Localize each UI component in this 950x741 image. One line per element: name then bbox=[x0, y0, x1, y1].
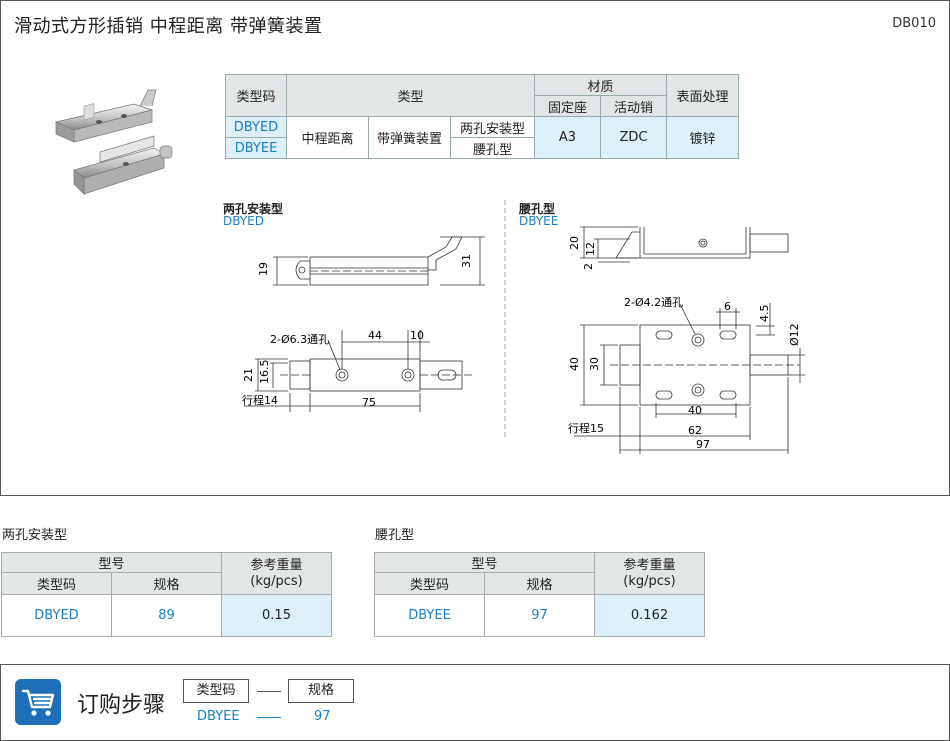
weight-right-title: 腰孔型 bbox=[375, 528, 415, 543]
cell-weight-spec-left: 89 bbox=[111, 594, 222, 637]
dim-44: 44 bbox=[368, 329, 382, 342]
dim-62: 62 bbox=[688, 424, 702, 437]
order-value-type-code: DBYEE bbox=[197, 709, 240, 724]
th-weight-right: 参考重量(kg/pcs) bbox=[594, 552, 705, 595]
order-value-connector bbox=[257, 717, 281, 718]
drawing-left-code: DBYED bbox=[223, 214, 264, 228]
weight-left-title: 两孔安装型 bbox=[2, 528, 68, 543]
order-box-type-code: 类型码 bbox=[183, 679, 249, 703]
th-type: 类型 bbox=[286, 74, 535, 117]
cell-fixed-material: A3 bbox=[534, 116, 601, 159]
dim-75: 75 bbox=[362, 396, 376, 409]
cell-pin-material: ZDC bbox=[600, 116, 667, 159]
cell-weight-value-right: 0.162 bbox=[594, 594, 705, 637]
th-surface: 表面处理 bbox=[666, 74, 739, 117]
dim-16-5: 16.5 bbox=[258, 360, 271, 385]
dim-10: 10 bbox=[410, 329, 424, 342]
drawing-right-label: 腰孔型 bbox=[519, 202, 556, 216]
cell-weight-value-left: 0.15 bbox=[221, 594, 332, 637]
dim-40-h: 40 bbox=[688, 404, 702, 417]
dim-21: 21 bbox=[242, 368, 255, 382]
weight-table-right: 型号 参考重量(kg/pcs) 类型码 规格 DBYEE 97 0.162 bbox=[374, 552, 705, 637]
cell-two-hole: 两孔安装型 bbox=[450, 116, 535, 138]
cell-code-dbyed: DBYED bbox=[225, 116, 287, 138]
order-box-spec: 规格 bbox=[288, 679, 354, 703]
drawing-right-code: DBYEE bbox=[519, 214, 559, 228]
cell-distance: 中程距离 bbox=[286, 116, 369, 159]
cell-weight-spec-right: 97 bbox=[484, 594, 595, 637]
dim-97: 97 bbox=[696, 438, 710, 451]
drawing-left-label: 两孔安装型 bbox=[223, 202, 284, 216]
dim-19: 19 bbox=[257, 262, 270, 276]
th-type-code: 类型码 bbox=[225, 74, 287, 117]
order-steps-title: 订购步骤 bbox=[77, 693, 166, 718]
th-fixed-seat: 固定座 bbox=[534, 95, 601, 117]
th-model-right: 型号 bbox=[374, 552, 595, 573]
order-connector bbox=[257, 691, 281, 692]
th-spec-left: 规格 bbox=[111, 572, 222, 595]
product-image bbox=[54, 89, 173, 195]
cell-surface: 镀锌 bbox=[666, 116, 739, 159]
dim-40-v: 40 bbox=[568, 357, 581, 371]
order-value-spec: 97 bbox=[314, 709, 331, 724]
drawing-waist-hole: 20 12 2 2-Ø4.2通孔 6 4.5 Ø12 40 30 40 62 行… bbox=[568, 226, 805, 454]
dim-stroke: 行程14 bbox=[242, 394, 278, 407]
th-weight: 参考重量(kg/pcs) bbox=[221, 552, 332, 595]
dim-hole: 2-Ø6.3通孔 bbox=[270, 333, 329, 346]
th-spec-right: 规格 bbox=[484, 572, 595, 595]
spec-table: 类型码 类型 材质 表面处理 固定座 活动销 DBYED 中程距离 带弹簧装置 … bbox=[225, 74, 739, 159]
dim-4-5: 4.5 bbox=[758, 305, 771, 323]
dim-phi12: Ø12 bbox=[788, 323, 801, 346]
th-material: 材质 bbox=[534, 74, 667, 96]
page-title: 滑动式方形插销 中程距离 带弹簧装置 bbox=[14, 16, 323, 37]
shopping-cart-icon bbox=[15, 679, 61, 725]
th-moving-pin: 活动销 bbox=[600, 95, 667, 117]
cell-spring: 带弹簧装置 bbox=[368, 116, 451, 159]
dim-31: 31 bbox=[460, 254, 473, 268]
dim-6: 6 bbox=[724, 300, 731, 313]
cell-code-dbyee: DBYEE bbox=[225, 137, 287, 159]
th-type-code-left: 类型码 bbox=[1, 572, 112, 595]
dim-stroke-right: 行程15 bbox=[568, 422, 604, 435]
cell-waist: 腰孔型 bbox=[450, 137, 535, 159]
dim-2: 2 bbox=[582, 263, 595, 270]
drawing-divider bbox=[504, 200, 506, 440]
weight-table-left: 型号 参考重量(kg/pcs) 类型码 规格 DBYED 89 0.15 bbox=[1, 552, 332, 637]
dim-20: 20 bbox=[568, 236, 581, 250]
dim-30: 30 bbox=[588, 357, 601, 371]
product-code: DB010 bbox=[892, 16, 936, 31]
order-steps-panel: 订购步骤 类型码 规格 DBYEE 97 bbox=[0, 664, 950, 741]
dim-12: 12 bbox=[584, 242, 597, 256]
th-model: 型号 bbox=[1, 552, 222, 573]
th-type-code-right: 类型码 bbox=[374, 572, 485, 595]
drawing-two-hole: 19 31 2-Ø6.3通孔 44 10 21 16.5 行程14 75 bbox=[242, 236, 485, 412]
cell-weight-code-right: DBYEE bbox=[374, 594, 485, 637]
dim-hole-text: 2-Ø4.2通孔 bbox=[624, 296, 683, 309]
cell-weight-code-left: DBYED bbox=[1, 594, 112, 637]
